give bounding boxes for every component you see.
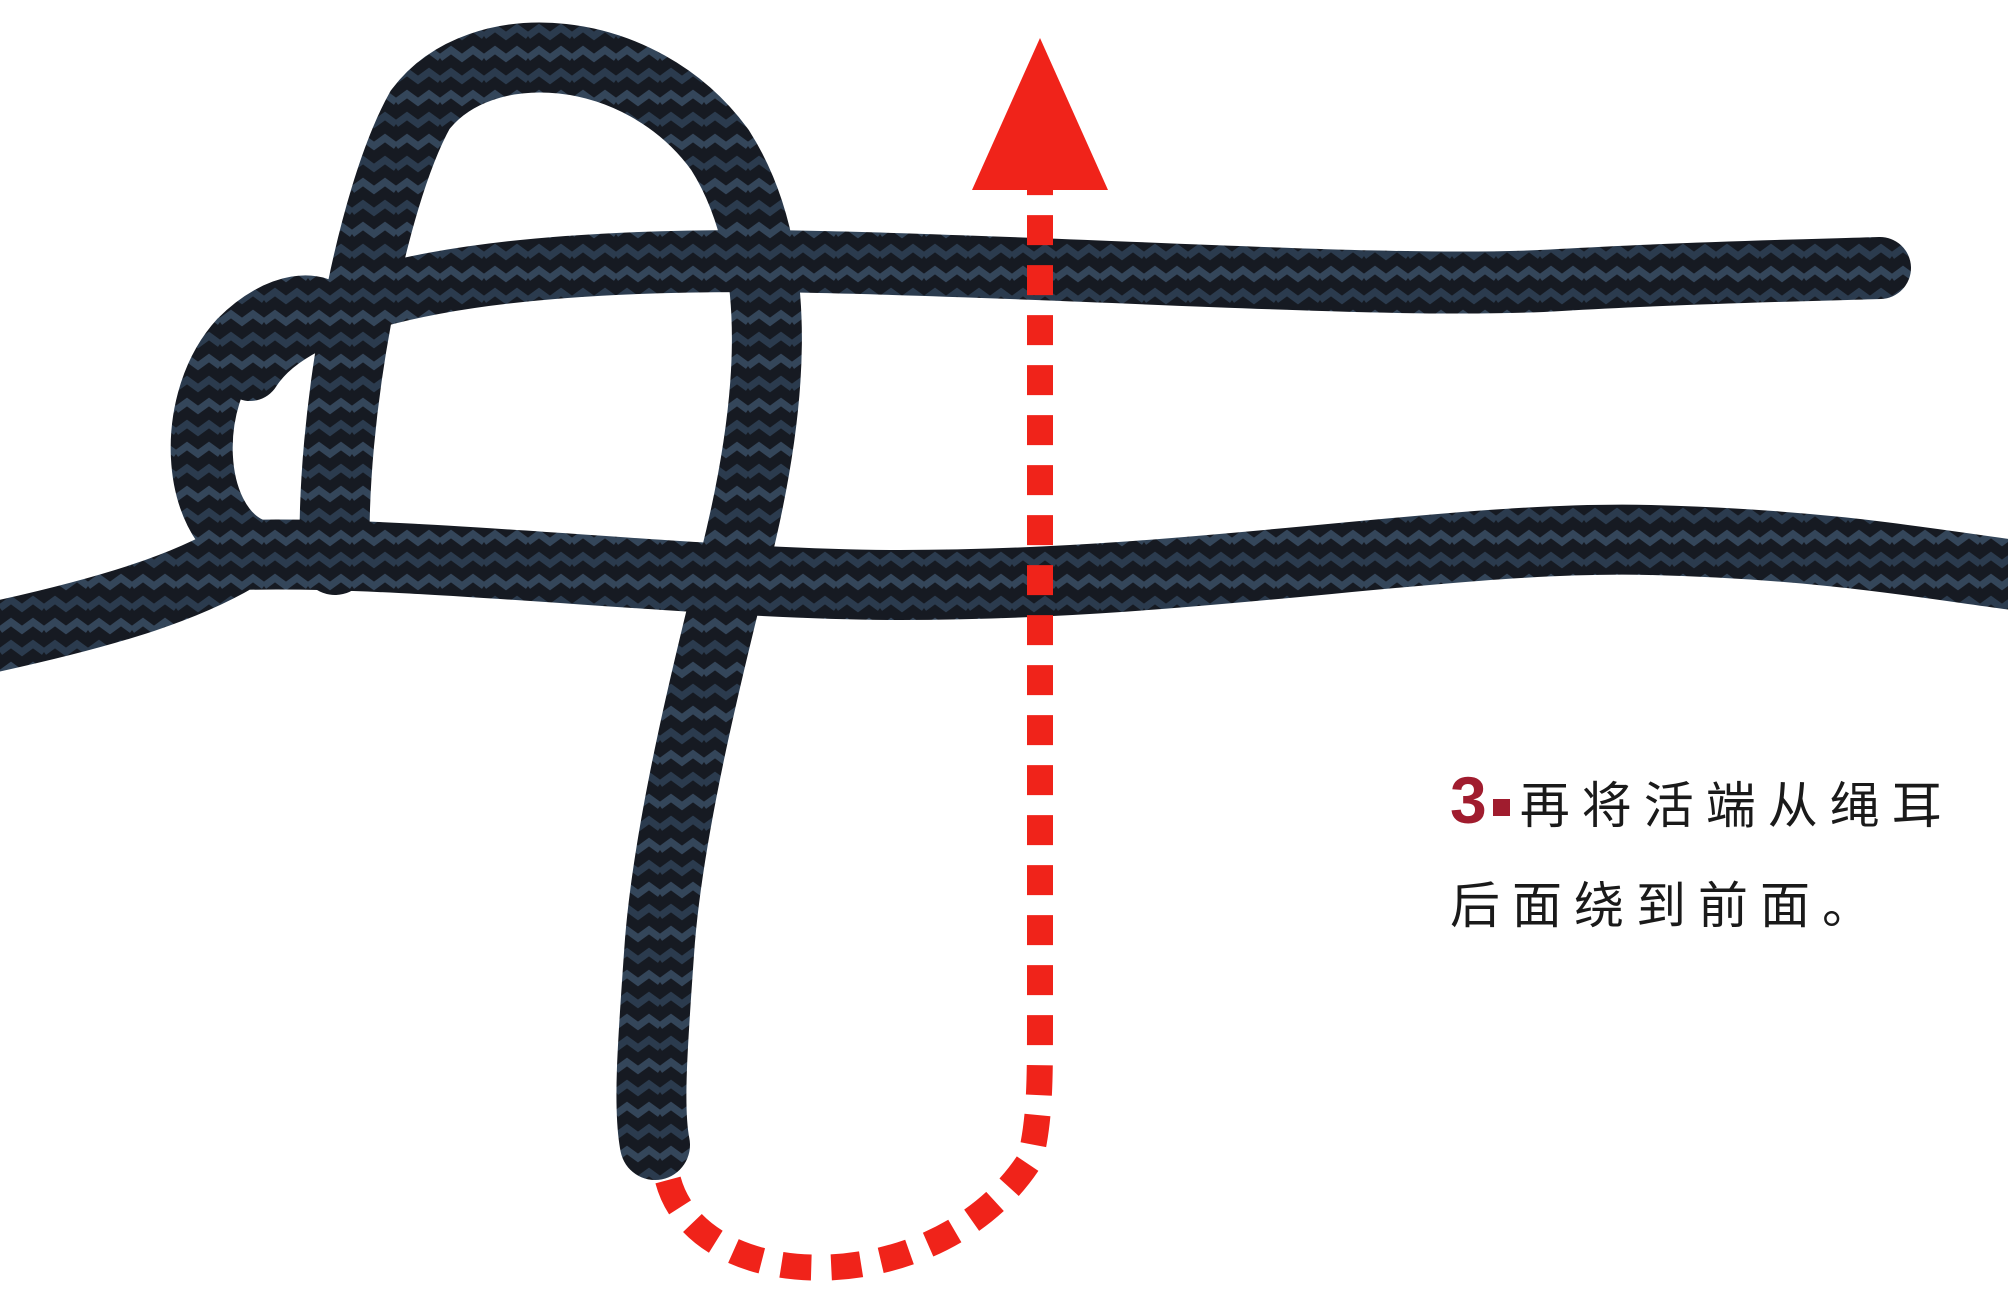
caption-line-1: 3 再将活端从绳耳 bbox=[1450, 750, 2008, 856]
step-caption: 3 再将活端从绳耳 后面绕到前面。 bbox=[1450, 750, 2008, 956]
step-number: 3 bbox=[1450, 763, 1487, 837]
rope-top-strand bbox=[250, 261, 1880, 370]
caption-line-2: 后面绕到前面。 bbox=[1450, 856, 2008, 956]
step-bullet bbox=[1493, 799, 1510, 816]
caption-text-1: 再将活端从绳耳 bbox=[1520, 777, 1954, 835]
